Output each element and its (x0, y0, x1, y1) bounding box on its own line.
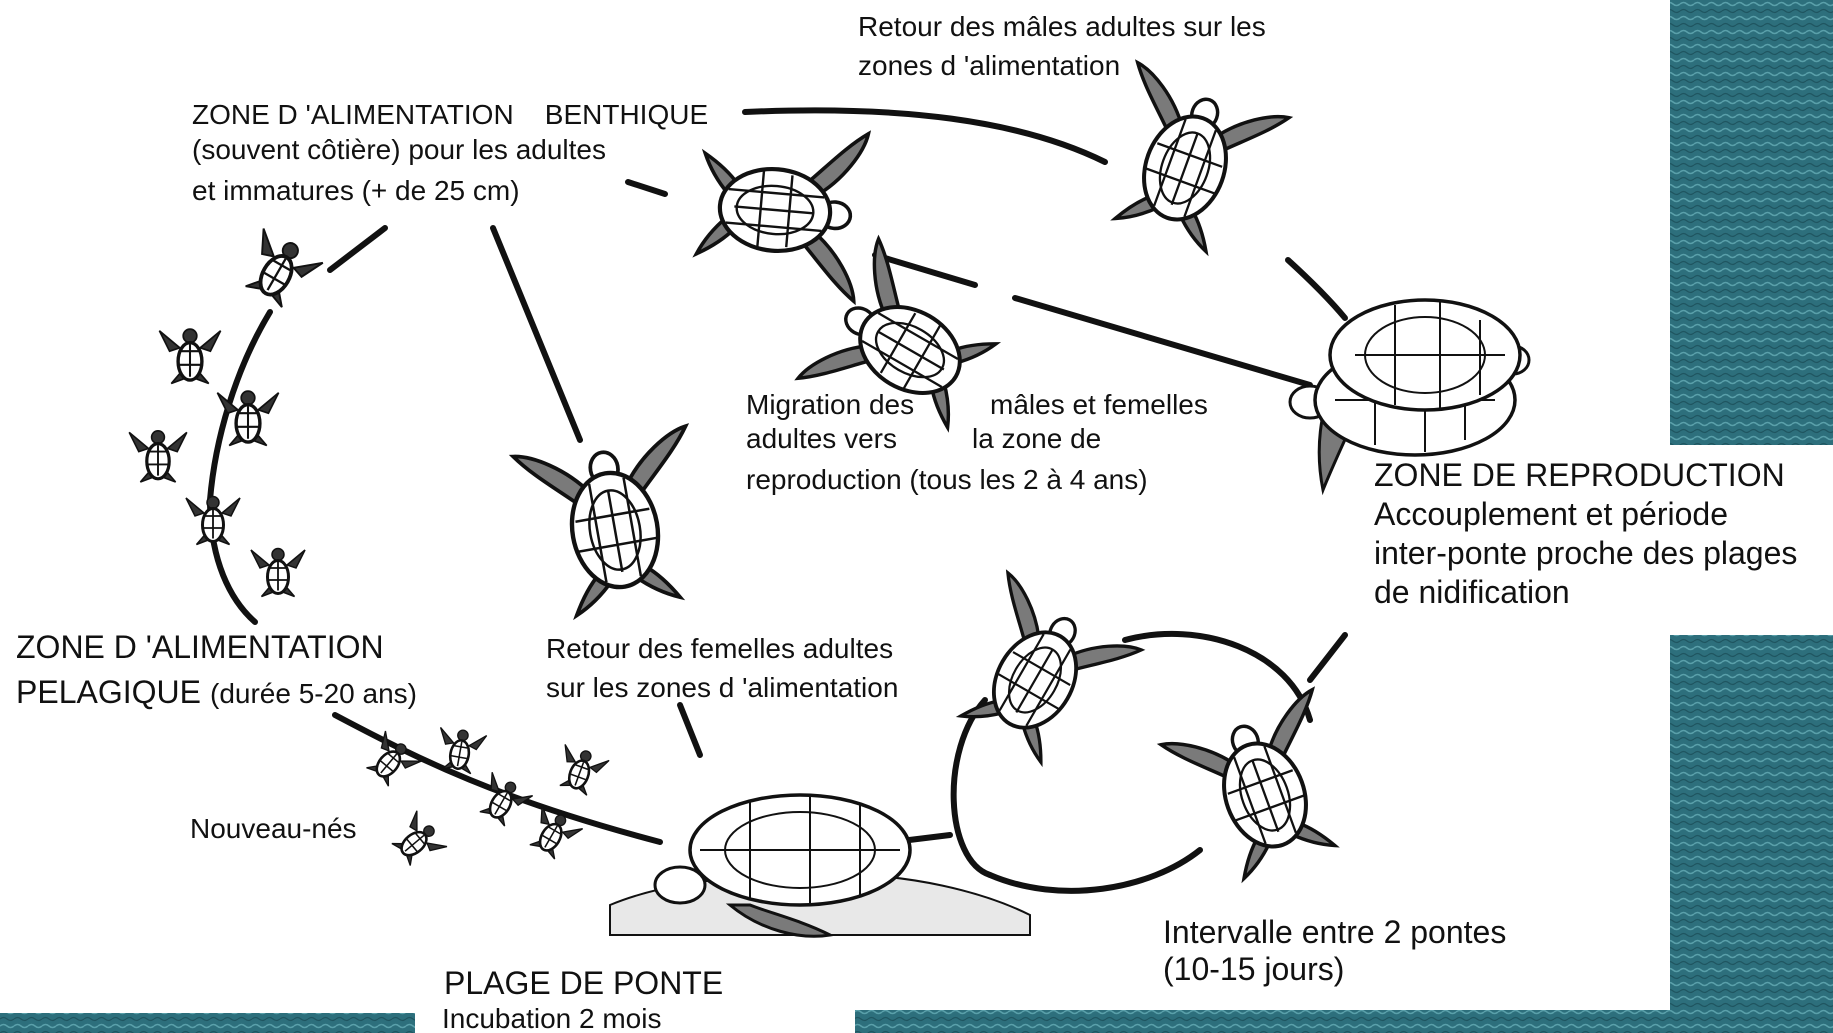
label-nouveau-nes: Nouveau-nés (190, 813, 357, 844)
hatchling-icon (186, 497, 240, 545)
label-reproduction-line2: Accouplement et période (1374, 496, 1728, 532)
label-pelagique-line2a: PELAGIQUE (16, 674, 201, 710)
hatchling-icon (472, 771, 533, 830)
hatchling-icon (360, 730, 423, 792)
path-pelagic-arc (210, 312, 270, 622)
path-benthic-to-pelagic-upper (330, 228, 385, 270)
label-retour-males-line1: Retour des mâles adultes sur les (858, 11, 1266, 42)
hatchling-icon (551, 743, 609, 798)
label-retour-femelles-line1: Retour des femelles adultes (546, 633, 893, 664)
path-internesting-loop-left (954, 700, 990, 875)
label-migration-line3: reproduction (tous les 2 à 4 ans) (746, 464, 1148, 495)
turtle-male-returning-icon (1085, 63, 1289, 263)
label-plage-title: PLAGE DE PONTE (444, 965, 723, 1001)
turtle-internesting-left-icon (934, 573, 1141, 778)
label-retour-males-line2: zones d 'alimentation (858, 50, 1120, 81)
path-benthic-to-females-return (493, 228, 580, 440)
path-benthic-to-males-return (745, 110, 1105, 162)
path-internesting-loop-top (1125, 634, 1310, 720)
label-retour-femelles-line2: sur les zones d 'alimentation (546, 672, 898, 703)
label-migration-line1a: Migration des (746, 389, 914, 420)
path-migration-to-reproduction (1015, 298, 1310, 385)
path-males-to-reproduction (1288, 260, 1345, 318)
hatchling-icon (251, 549, 305, 597)
label-pelagique-line2b: (durée 5-20 ans) (210, 678, 417, 709)
turtle-female-returning-icon (513, 426, 714, 621)
label-benthique-title: ZONE D 'ALIMENTATION BENTHIQUE (192, 99, 708, 130)
label-intervalle-line1: Intervalle entre 2 pontes (1163, 914, 1506, 950)
label-reproduction-line3: inter-ponte proche des plages (1374, 535, 1797, 571)
hatchling-icon (386, 810, 448, 873)
hatchling-group (129, 227, 609, 873)
turtle-migrating-upper-icon (694, 120, 869, 301)
nesting-turtle-icon (610, 795, 1030, 936)
hatchling-icon (159, 329, 220, 383)
path-internesting-to-reproduction (1310, 635, 1345, 680)
label-reproduction-line4: de nidification (1374, 574, 1570, 610)
label-migration-line2b: la zone de (972, 423, 1101, 454)
label-reproduction-title: ZONE DE REPRODUCTION (1374, 457, 1785, 493)
path-internesting-loop-bottom (990, 850, 1200, 891)
path-benthic-to-migration (628, 182, 665, 194)
label-pelagique-title: ZONE D 'ALIMENTATION (16, 629, 384, 665)
path-beach-to-females-return (680, 705, 700, 755)
hatchling-icon (234, 227, 324, 314)
label-benthique-line2: (souvent côtière) pour les adultes (192, 134, 606, 165)
label-migration-line1b: mâles et femelles (990, 389, 1208, 420)
label-benthique-line3: et immatures (+ de 25 cm) (192, 175, 520, 206)
label-migration-line2a: adultes vers (746, 423, 897, 454)
label-plage-line2: Incubation 2 mois (442, 1003, 661, 1033)
label-intervalle-line2: (10-15 jours) (1163, 951, 1344, 987)
hatchling-icon (129, 431, 187, 482)
